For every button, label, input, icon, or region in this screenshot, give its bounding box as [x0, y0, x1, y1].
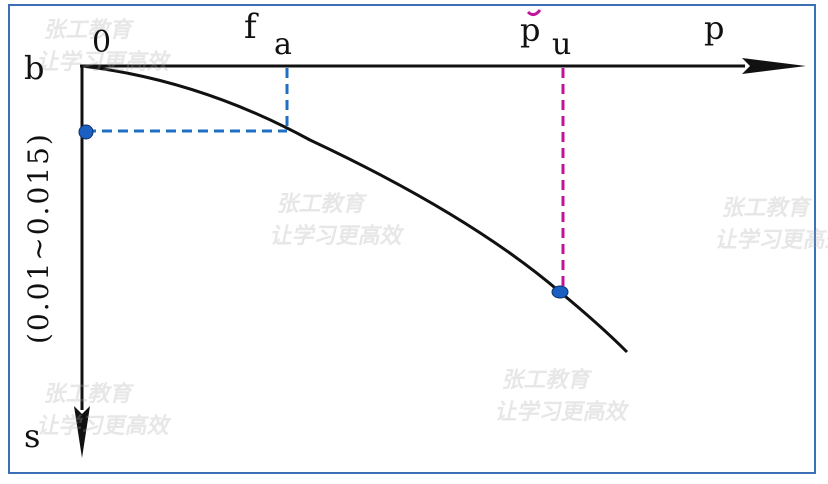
y-axis-arrow [74, 406, 90, 458]
x-axis-arrow [742, 58, 806, 74]
x-axis-end-label: p [704, 9, 725, 47]
y-range-label: (0.01~0.015) [22, 132, 55, 344]
point-a-label: a [274, 27, 292, 62]
stress-curve [81, 64, 629, 354]
origin-label: 0 [92, 25, 112, 60]
point-p-label: p [520, 11, 541, 49]
point-u-label: u [552, 27, 572, 62]
y-axis-end-label: s [24, 417, 41, 455]
point-on-curve [551, 285, 569, 299]
point-on-axis [78, 124, 94, 140]
figure-frame [8, 4, 816, 474]
point-f-label: f [244, 7, 257, 47]
magenta-mark [526, 9, 542, 17]
y-axis-top-label: b [24, 49, 45, 87]
